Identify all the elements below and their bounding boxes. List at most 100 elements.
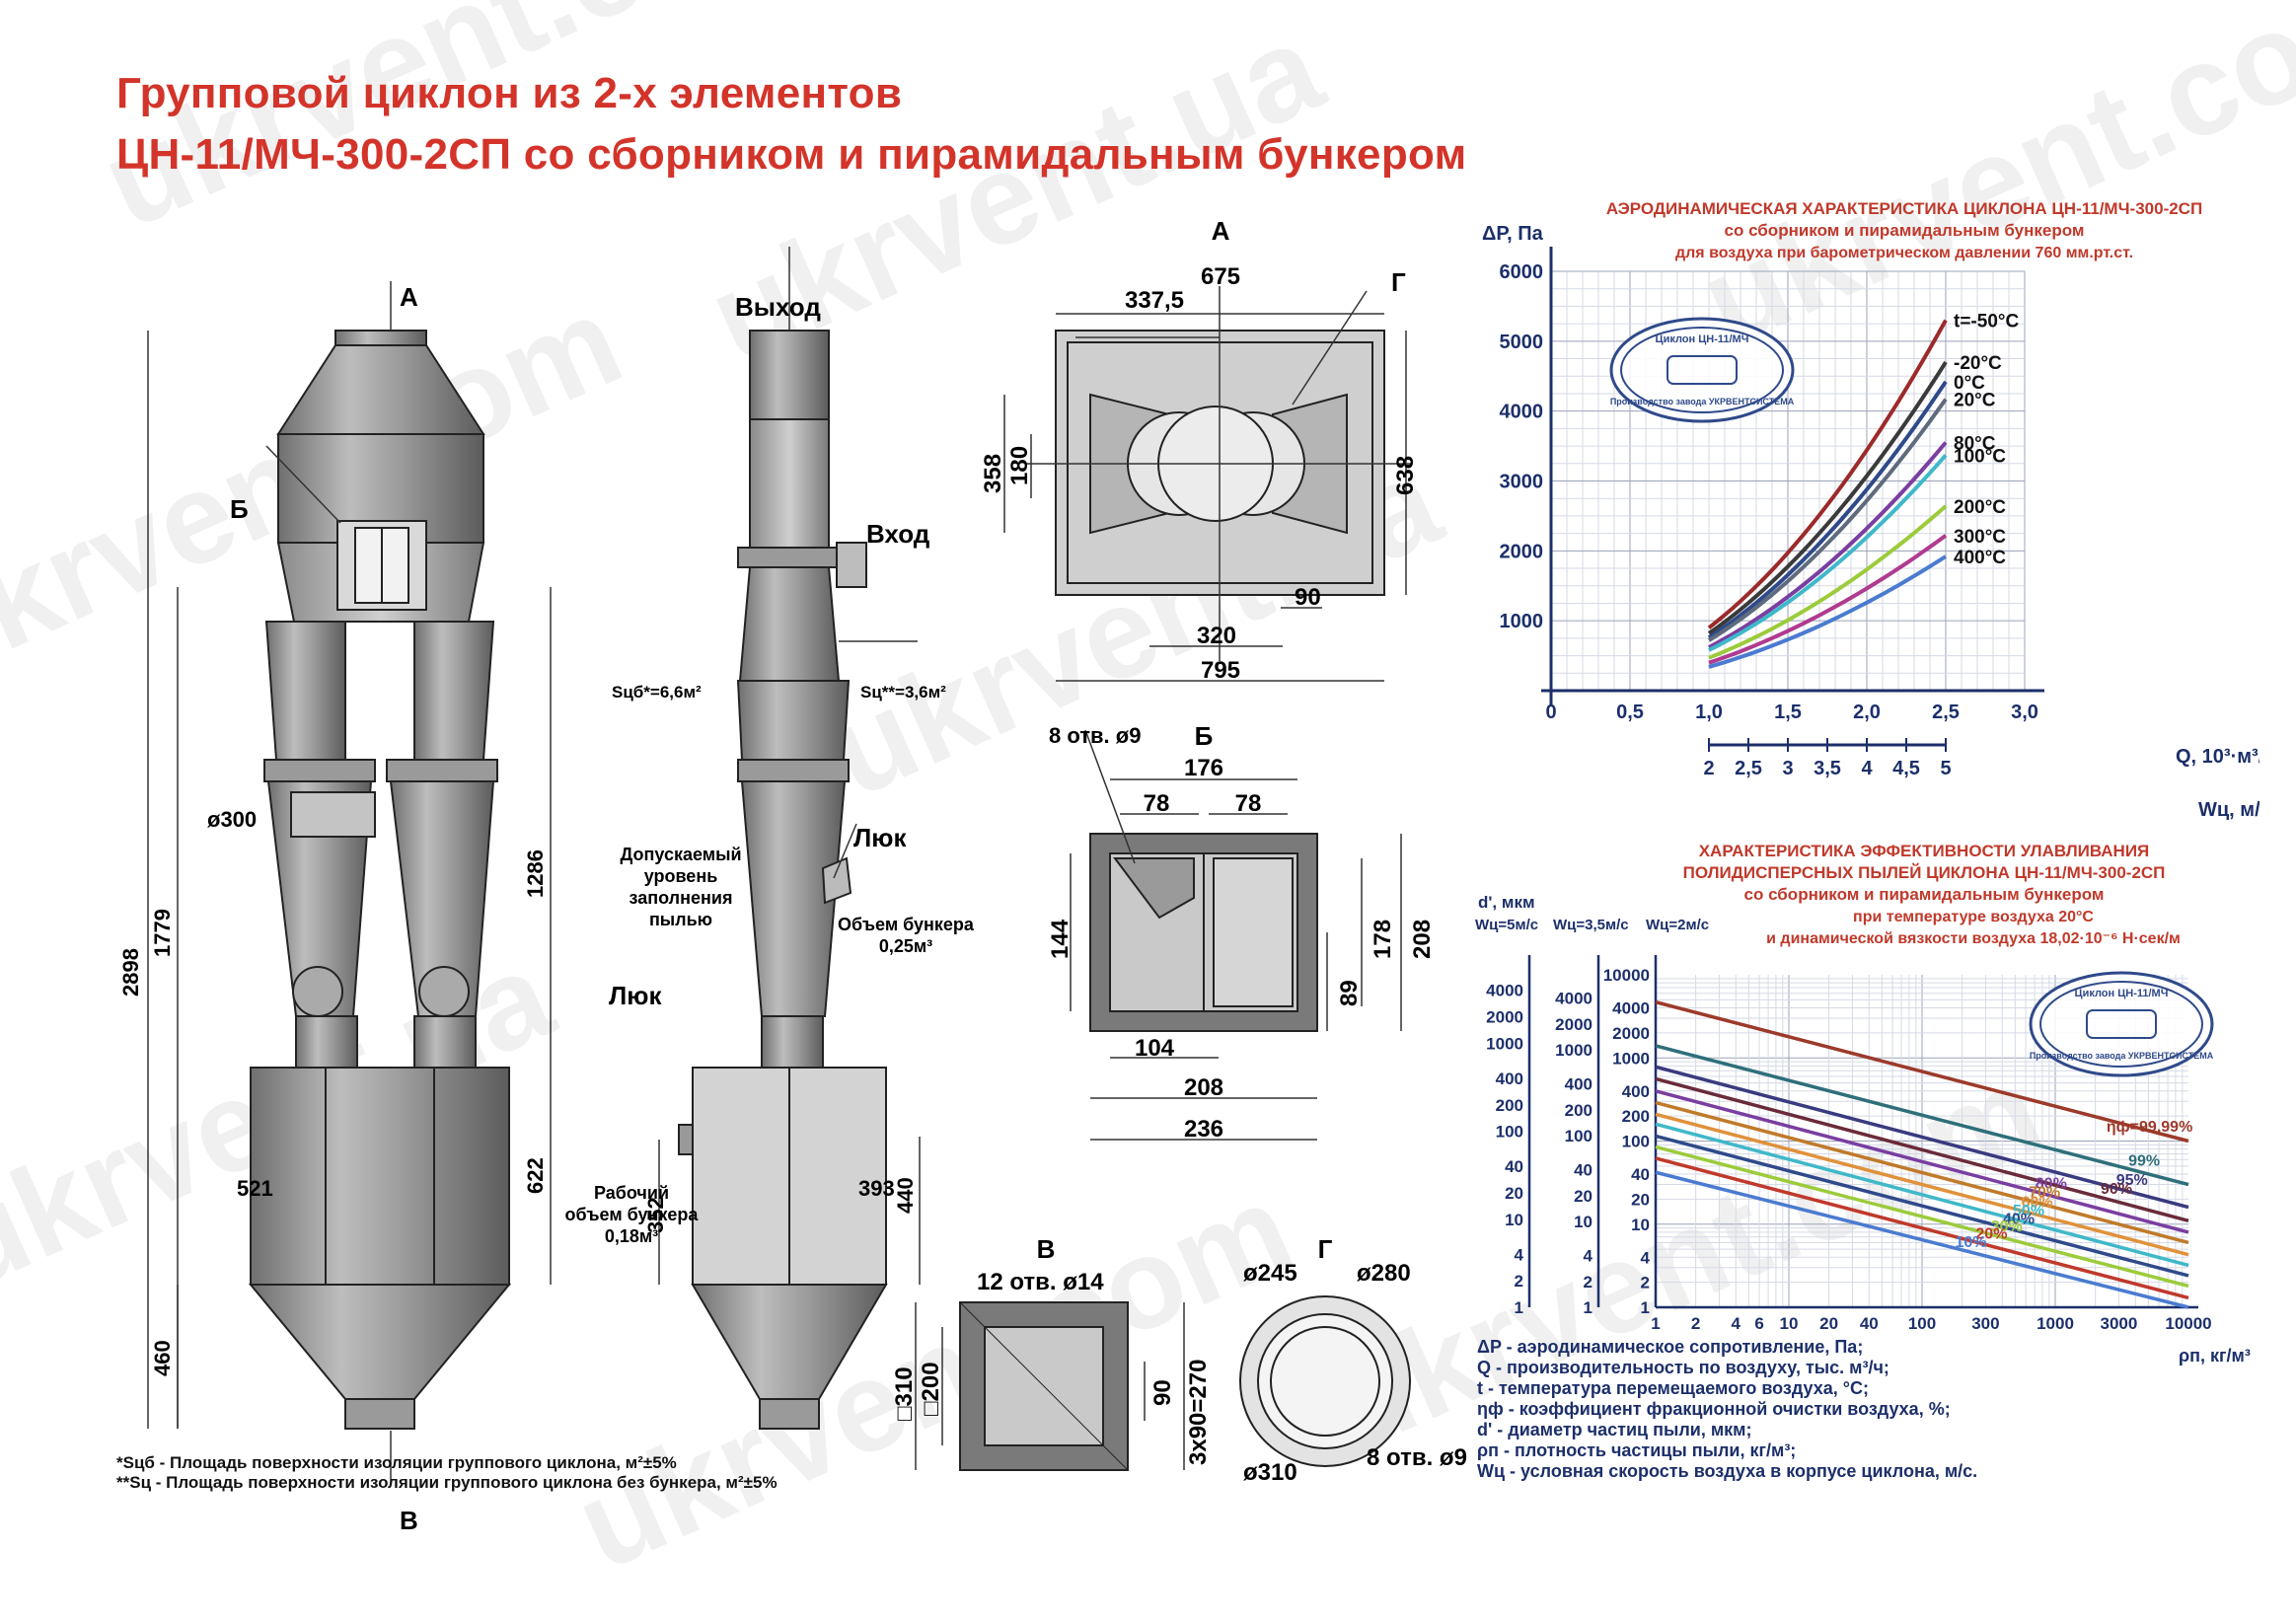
chart2-ytick: 2	[1641, 1274, 1650, 1292]
chart2-xtick: 4	[1732, 1314, 1741, 1333]
side-view-outlet-label: Выход	[735, 292, 821, 322]
chart2-ytick: 1000	[1612, 1049, 1650, 1068]
view-g	[1239, 1295, 1411, 1467]
working-volume-3: 0,18м³	[605, 1226, 658, 1246]
dim-180: 180	[1006, 446, 1033, 485]
dim-g-245: ø245	[1243, 1260, 1297, 1287]
chart2-series-line	[1655, 1076, 2189, 1222]
stamp-bottom: Производство завода УКРВЕНТСИСТЕМА	[2030, 1051, 2214, 1061]
stamp-top: Циклон ЦН-11/МЧ	[2075, 988, 2169, 999]
chart2-series-label: 80%	[2036, 1175, 2067, 1192]
legend-line: d' - диаметр частиц пыли, мкм;	[1477, 1420, 1752, 1439]
side-view-s-total: Sцб*=6,6м²	[612, 683, 702, 701]
dim-g-310: ø310	[1243, 1459, 1297, 1486]
chart2-xtick: 2	[1691, 1314, 1700, 1333]
chart1-ytick: 6000	[1500, 261, 1544, 283]
chart2-title: ХАРАКТЕРИСТИКА ЭФФЕКТИВНОСТИ УЛАВЛИВАНИЯ	[1699, 842, 2150, 860]
chart2-xtick: 10	[1780, 1314, 1799, 1333]
chart2-series-label: 95%	[2116, 1172, 2148, 1189]
stamp-top: Циклон ЦН-11/МЧ	[1656, 333, 1749, 345]
chart2-series-label: 10%	[1955, 1234, 1986, 1251]
chart1-series-label: 0°C	[1954, 373, 1985, 394]
chart1-series-label: 20°C	[1954, 391, 1996, 411]
chart2-ytick-col1: 400	[1496, 1070, 1523, 1088]
chart1-series-label: 80°C	[1954, 434, 1996, 455]
dim-521: 521	[237, 1176, 273, 1201]
legend-line: Wц - условная скорость воздуха в корпусе…	[1477, 1461, 1978, 1481]
view-b-label: Б	[1195, 721, 1214, 751]
dim-358: 358	[980, 454, 1006, 493]
chart2-note-2: и динамической вязкости воздуха 18,02·10…	[1766, 930, 2181, 947]
dim-795: 795	[1201, 657, 1240, 684]
dim-320: 320	[1197, 623, 1236, 649]
chart1-ylabel: ΔP, Па	[1482, 223, 1544, 245]
chart1-series-label: 200°C	[1954, 497, 2006, 518]
chart1-x2tick: 5	[1940, 758, 1951, 779]
dim-1779: 1779	[150, 909, 175, 957]
chart2-ytick: 100	[1622, 1133, 1650, 1151]
chart2-ytick: 400	[1622, 1082, 1650, 1101]
dim-236: 236	[1184, 1116, 1223, 1143]
bunker-volume-1: Объем бункера	[838, 915, 975, 934]
side-view-inlet-label: Вход	[866, 519, 930, 549]
chart1-stamp: Циклон ЦН-11/МЧ Производство завода УКРВ…	[1609, 317, 1795, 423]
chart2-ytick-col1: 2	[1515, 1272, 1523, 1291]
chart1-x2tick: 4	[1861, 758, 1873, 779]
chart2-subtitle2: со сборником и пирамидальным бункером	[1744, 885, 2105, 904]
chart1-series-label: 100°C	[1954, 446, 2006, 467]
chart2-stamp: Циклон ЦН-11/МЧ Производство завода УКРВ…	[2029, 971, 2214, 1077]
chart1-xlabel2: Wц, м/с	[2198, 799, 2259, 821]
chart2-ytick-col2: 10	[1574, 1213, 1592, 1231]
chart1-ytick: 1000	[1500, 611, 1544, 632]
chart2-series-label: 40%	[2003, 1211, 2035, 1227]
dim-dia-300: ø300	[207, 807, 257, 832]
chart2-ytick-col1: 1000	[1486, 1034, 1523, 1053]
chart2-series-label: 60%	[2022, 1195, 2053, 1212]
chart2-series-line	[1655, 1100, 2189, 1245]
front-view-label-b: Б	[230, 494, 249, 524]
chart1-ytick: 2000	[1500, 541, 1544, 562]
footnote-1: *Sцб - Площадь поверхности изоляции груп…	[116, 1453, 677, 1472]
view-v-holes: 12 отв. ø14	[977, 1269, 1104, 1295]
dim-144: 144	[1047, 919, 1074, 959]
dim-440: 440	[893, 1177, 918, 1214]
chart1-series-line	[1707, 380, 1948, 639]
chart2-xtick: 100	[1908, 1314, 1936, 1333]
chart2-xtick: 1000	[2037, 1314, 2074, 1333]
allowed-level-3: заполнения	[630, 888, 733, 908]
view-v-label: В	[1037, 1234, 1056, 1264]
chart1-x2tick: 3	[1782, 758, 1793, 779]
dim-78-left: 78	[1144, 790, 1170, 817]
dim-78-right: 78	[1235, 790, 1262, 817]
side-view-hatch-left: Люк	[609, 981, 662, 1010]
dim-352: 352	[643, 1197, 668, 1233]
view-a-label-g: Г	[1391, 267, 1406, 297]
chart1-series-line	[1707, 319, 1948, 629]
chart2-xtick: 1	[1651, 1314, 1660, 1333]
chart2-ytick-col2: 2000	[1555, 1015, 1592, 1034]
chart1-series-label: t=-50°C	[1954, 312, 2019, 332]
chart2-ytick-col2: 1000	[1555, 1041, 1592, 1060]
dim-178: 178	[1370, 920, 1396, 959]
aerodynamic-chart: АЭРОДИНАМИЧЕСКАЯ ХАРАКТЕРИСТИКА ЦИКЛОНА …	[1482, 199, 2259, 821]
chart2-ytick-col2: 40	[1574, 1161, 1592, 1180]
bunker-volume-2: 0,25м³	[879, 936, 932, 956]
dim-638: 638	[1392, 456, 1419, 495]
allowed-level-4: пылью	[649, 910, 712, 929]
chart2-ytick-col2: 20	[1574, 1187, 1592, 1206]
working-volume-1: Рабочий	[594, 1183, 669, 1203]
chart2-ytick: 20	[1631, 1190, 1650, 1209]
chart2-ytick-col1: 1	[1515, 1298, 1523, 1317]
chart2-ytick-col2: 4000	[1555, 990, 1592, 1008]
legend-line: ΔP - аэродинамическое сопротивление, Па;	[1477, 1337, 1864, 1357]
allowed-level-2: уровень	[644, 866, 718, 886]
working-volume-2: объем бункера	[565, 1205, 700, 1224]
chart2-ytick-col1: 4	[1515, 1245, 1524, 1264]
chart2-ylabel: d', мкм	[1478, 893, 1535, 912]
chart1-series-line	[1708, 441, 1948, 649]
chart2-xtick: 40	[1860, 1314, 1879, 1333]
chart2-ytick: 4	[1641, 1248, 1651, 1267]
chart1-ytick: 4000	[1500, 402, 1544, 423]
footnote-2: **Sц - Площадь поверхности изоляции груп…	[116, 1473, 778, 1492]
chart2-ytick-col2: 4	[1584, 1247, 1593, 1266]
